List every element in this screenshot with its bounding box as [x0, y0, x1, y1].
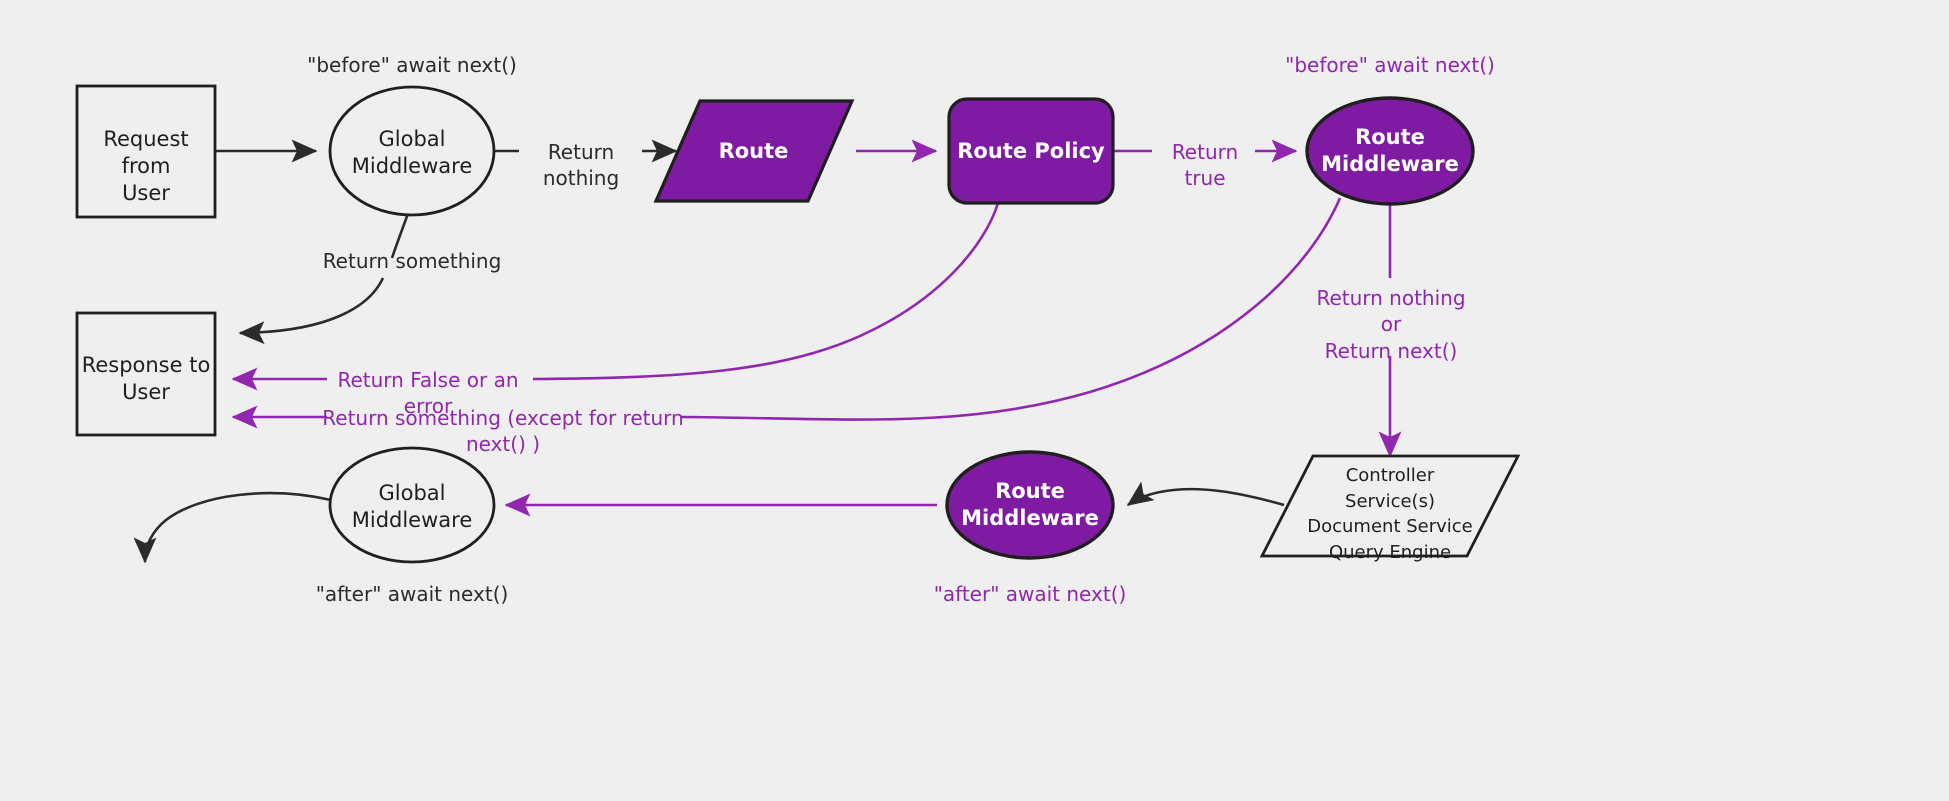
node-route[interactable] [653, 99, 855, 203]
node-request-from-user[interactable] [75, 84, 217, 219]
edge-controller-to-middleware-bottom [1126, 481, 1285, 507]
node-route-middleware-top[interactable] [1305, 96, 1475, 206]
node-route-policy[interactable] [947, 97, 1115, 205]
edge-global-bottom-to-response [133, 491, 332, 564]
edge-global-to-response [238, 207, 412, 345]
node-global-middleware-top[interactable] [328, 85, 496, 217]
edge-middleware-to-response [231, 197, 1342, 429]
node-response-to-user[interactable] [75, 311, 217, 437]
node-global-middleware-bottom[interactable] [328, 446, 496, 564]
node-route-middleware-bottom[interactable] [945, 450, 1115, 560]
edge-policy-to-response [231, 202, 1000, 391]
node-controller-services[interactable] [1259, 454, 1521, 558]
